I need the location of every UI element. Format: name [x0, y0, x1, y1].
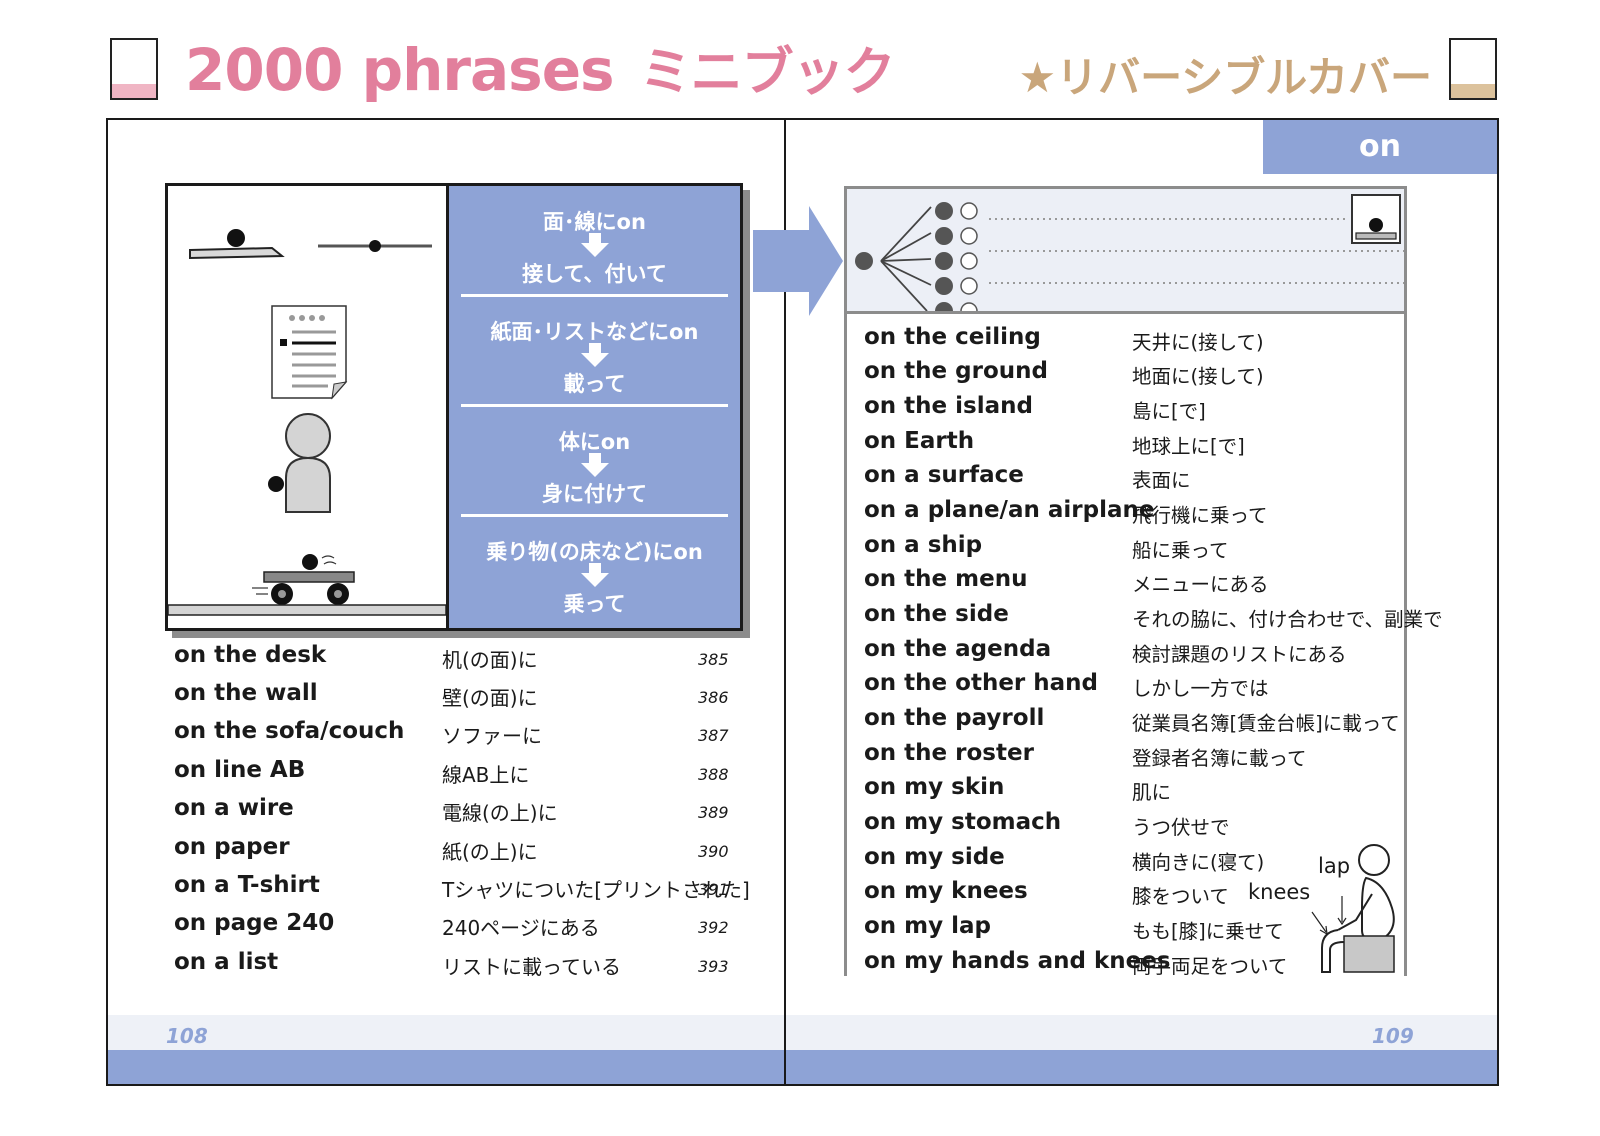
- tan-color-swatch: [1449, 38, 1497, 100]
- right-page-number: 109: [1372, 1024, 1414, 1048]
- footer-band: [108, 1015, 1497, 1050]
- knees-label: knees: [1248, 880, 1311, 904]
- paper-list-icon: [271, 305, 348, 400]
- person-icon: [268, 413, 331, 513]
- on-diagram: [844, 186, 1407, 314]
- illustration-panel: 面･線にon 接して、付いて 紙面･リストなどにon 載って 体にon 身に付け…: [165, 183, 743, 631]
- down-arrow-icon: [580, 453, 609, 477]
- footer-bar: [108, 1050, 1497, 1084]
- surface-ball-icon: [189, 229, 285, 260]
- concept-divider: [461, 514, 728, 517]
- on-concept-illustration: [168, 229, 447, 616]
- concept-vehicle: 乗り物(の床など)にon 乗って: [486, 540, 703, 616]
- down-arrow-icon: [580, 233, 609, 257]
- concept-divider: [461, 404, 728, 407]
- down-arrow-icon: [580, 563, 609, 587]
- pink-color-swatch: [110, 38, 158, 100]
- phrase-list-frame: [844, 314, 1407, 976]
- concept-divider: [461, 294, 728, 297]
- concept-body: 体にon 身に付けて: [542, 430, 647, 506]
- down-arrow-icon: [580, 343, 609, 367]
- branch-diagram: [855, 194, 1404, 311]
- cart-icon: [168, 554, 447, 616]
- section-tab-on: on: [1263, 120, 1497, 174]
- book-spine: [784, 120, 786, 1084]
- concept-column: 面･線にon 接して、付いて 紙面･リストなどにon 載って 体にon 身に付け…: [449, 186, 740, 628]
- left-page-number: 108: [166, 1024, 208, 1048]
- lap-label: lap: [1318, 854, 1351, 878]
- concept-surface: 面･線にon 接して、付いて: [522, 210, 667, 286]
- concept-paper: 紙面･リストなどにon 載って: [490, 320, 699, 396]
- right-arrow-icon: [753, 206, 843, 316]
- kneeling-person-icon: [1311, 844, 1395, 973]
- page-subtitle: ★リバーシブルカバー: [1018, 53, 1432, 102]
- book-spread: 108 109 on: [106, 118, 1499, 1086]
- surface-ball-icon: [1351, 194, 1401, 244]
- illustration-pictures: [168, 186, 449, 628]
- line-dot-icon: [318, 240, 432, 252]
